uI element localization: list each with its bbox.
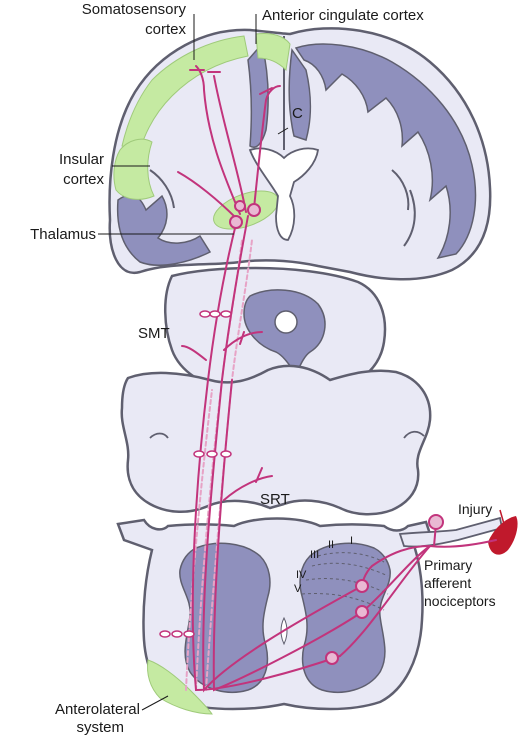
bundle-marker-medulla-2 xyxy=(207,451,217,457)
bundle-marker-medulla-3 xyxy=(221,451,231,457)
thalamus-label: Thalamus xyxy=(30,226,96,243)
bundle-marker-cord-2 xyxy=(172,631,182,637)
bundle-marker-smt-1 xyxy=(200,311,210,317)
anterolateral-leader xyxy=(142,696,168,710)
brain-section xyxy=(110,28,491,279)
lamina-label-i: I xyxy=(350,535,353,547)
bundle-marker-cord-1 xyxy=(160,631,170,637)
bundle-marker-cord-3 xyxy=(184,631,194,637)
dorsal-horn-neuron-1 xyxy=(356,580,368,592)
anterior-cingulate-label: Anterior cingulate cortex xyxy=(262,7,424,24)
bundle-marker-medulla-1 xyxy=(194,451,204,457)
primary-afferent-label-line1: Primary xyxy=(424,557,472,573)
somatosensory-label-line1: Somatosensory xyxy=(82,1,187,18)
anterolateral-label-line2: system xyxy=(76,719,124,736)
lamina-label-ii: II xyxy=(328,539,334,551)
thalamic-neuron-1 xyxy=(230,216,242,228)
somatosensory-label-line2: cortex xyxy=(145,21,186,38)
insular-label-line1: Insular xyxy=(59,151,104,168)
dorsal-root-ganglion-cell xyxy=(429,515,443,529)
thalamic-neuron-2 xyxy=(248,204,260,216)
srt-label: SRT xyxy=(260,491,290,508)
lamina-label-iv: IV xyxy=(296,569,307,581)
c-marker-label: C xyxy=(292,105,303,122)
primary-afferent-label-line3: nociceptors xyxy=(424,593,496,609)
dorsal-horn-neuron-3 xyxy=(326,652,338,664)
lamina-label-iii: III xyxy=(310,549,319,561)
injury-label: Injury xyxy=(458,501,492,517)
insular-label-line2: cortex xyxy=(63,171,104,188)
smt-label: SMT xyxy=(138,325,170,342)
anterolateral-label-line1: Anterolateral xyxy=(55,701,140,718)
cerebral-aqueduct xyxy=(275,311,297,333)
thalamic-neuron-3 xyxy=(235,201,245,211)
bundle-marker-smt-3 xyxy=(221,311,231,317)
spinal-cord-section xyxy=(118,510,518,714)
bundle-marker-smt-2 xyxy=(210,311,220,317)
primary-afferent-label-line2: afferent xyxy=(424,575,471,591)
lamina-label-v: V xyxy=(294,583,302,595)
dorsal-horn-neuron-2 xyxy=(356,606,368,618)
